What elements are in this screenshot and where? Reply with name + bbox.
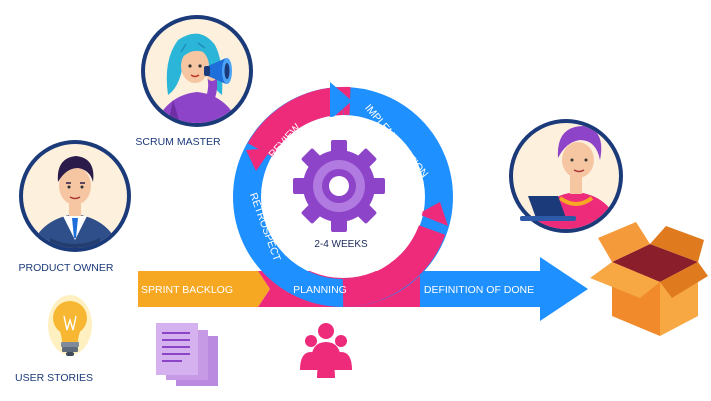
- scrum-master-label: SCRUM MASTER: [135, 136, 221, 148]
- megaphone-icon: [204, 58, 232, 84]
- duration-label: 2-4 WEEKS: [314, 239, 368, 250]
- team-icon: [300, 323, 352, 378]
- lightbulb-icon: [48, 295, 92, 356]
- developer-avatar: [509, 119, 623, 233]
- product-owner-label: PRODUCT OWNER: [19, 262, 114, 274]
- documents-icon: [156, 323, 218, 386]
- definition-of-done-label: DEFINITION OF DONE: [424, 284, 534, 296]
- user-stories-label: USER STORIES: [15, 372, 93, 384]
- scrum-master-avatar: [141, 15, 253, 127]
- definition-of-done-segment: [420, 257, 588, 321]
- product-owner-avatar: [19, 140, 131, 252]
- sprint-backlog-label: SPRINT BACKLOG: [141, 284, 233, 296]
- gear-icon: [293, 140, 385, 232]
- laptop-icon: [520, 196, 576, 221]
- sprint-backlog-segment: [138, 271, 270, 307]
- box-icon: [590, 222, 708, 336]
- planning-label: PLANNING: [293, 284, 347, 296]
